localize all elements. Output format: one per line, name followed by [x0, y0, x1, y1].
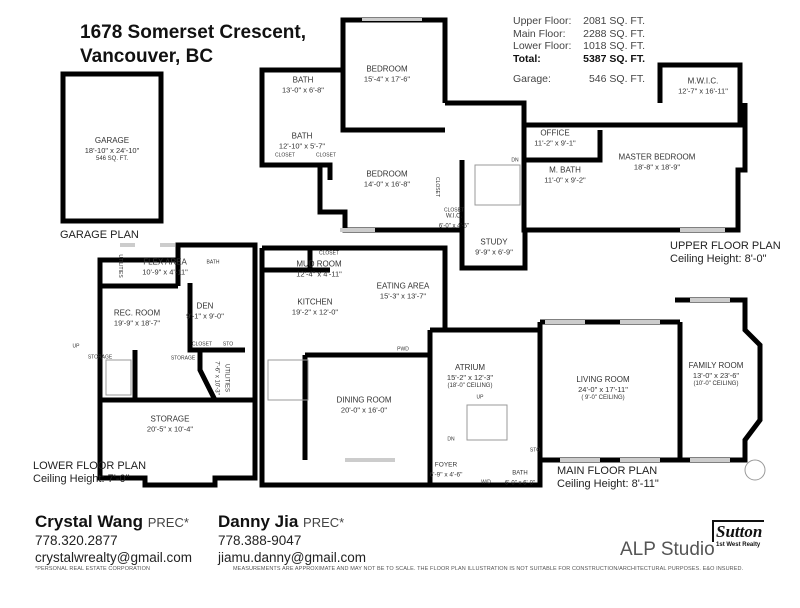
closet-label: CLOSET	[274, 152, 296, 159]
lower-walls	[97, 242, 258, 488]
disclaimer: MEASUREMENTS ARE APPROXIMATE AND MAY NOT…	[233, 566, 744, 572]
bath-label: BATH	[206, 259, 220, 266]
area-label: Upper Floor:	[513, 15, 572, 27]
closet-label: CLOSET	[318, 250, 340, 257]
agent-phone[interactable]: 778.320.2877	[35, 533, 118, 548]
agent-email[interactable]: crystalwrealty@gmail.com	[35, 550, 192, 565]
agent-designation: PREC*	[147, 515, 189, 530]
upper-bedroom2-walls	[317, 103, 462, 233]
lower-inner-walls	[100, 255, 255, 403]
room-wic: W.I.C.6'-0" x 4'-5"	[438, 213, 470, 230]
sto-label: STO	[529, 447, 541, 454]
prec-note: *PERSONAL REAL ESTATE CORPORATION	[35, 566, 151, 572]
agent-crystal-wang: Crystal Wang PREC* 778.320.2877 crystalw…	[35, 512, 192, 572]
address-line2: Vancouver, BC	[80, 46, 214, 67]
room-dims: 18'-10" x 24'-10"	[84, 145, 140, 155]
area-value: 2288 SQ. FT.	[583, 27, 645, 40]
floor-plan-walls	[60, 17, 766, 488]
garage-walls	[60, 71, 164, 224]
main-family-walls	[675, 297, 763, 463]
area-label: Lower Floor:	[513, 40, 572, 52]
agent-name: Crystal Wang	[35, 512, 144, 531]
closet-label: CLOSET	[315, 152, 337, 159]
area-label: Main Floor:	[513, 27, 566, 40]
area-summary: Upper Floor: 2081 SQ. FT. Main Floor: 2288…	[513, 15, 645, 86]
powder-room-label: PWD	[397, 346, 409, 353]
address-line1: 1678 Somerset Crescent,	[80, 22, 307, 43]
area-value: 5387 SQ. FT.	[583, 52, 645, 65]
sto-label: STO	[222, 341, 234, 348]
stairs-up-label: UP	[476, 394, 484, 401]
upper-master-walls	[521, 103, 748, 233]
closet-label: CLOSET	[443, 207, 465, 214]
sutton-logo: Sutton 1st West Realty	[712, 520, 765, 548]
agent-designation: PREC*	[303, 515, 345, 530]
upper-study-walls	[459, 160, 528, 271]
upper-bath-walls	[259, 67, 343, 180]
upper-bedroom-walls	[340, 17, 448, 103]
upper-stairs	[474, 164, 521, 206]
area-label: Garage:	[513, 73, 551, 85]
upper-office-walls	[524, 130, 603, 163]
area-value: 546 SQ. FT.	[588, 73, 645, 85]
agent-phone[interactable]: 778.388-9047	[218, 533, 302, 548]
atrium-stairs	[466, 404, 508, 441]
main-walls	[259, 245, 448, 488]
stairs-dn-label: DN	[511, 157, 519, 164]
storage-label: STORAGE	[87, 354, 113, 361]
north-arrow	[744, 459, 766, 481]
closet-label: CLOSET	[191, 341, 213, 348]
closet-label: CLOSET	[433, 176, 440, 198]
room-garage: GARAGE 18'-10" x 24'-10" 546 SQ. FT.	[85, 136, 139, 165]
upper-hall-walls	[445, 62, 743, 128]
agent-name: Danny Jia	[218, 512, 299, 531]
sutton-logo-text: Sutton	[712, 520, 765, 542]
area-value: 1018 SQ. FT.	[583, 40, 645, 52]
area-label: Total:	[513, 52, 541, 65]
stairs-dn-label: DN	[447, 436, 455, 443]
utilities-label: UTILITIES	[116, 254, 123, 278]
lower-stairs	[105, 359, 132, 396]
studio-name: ALP Studio	[620, 539, 715, 560]
room-mwic: M.W.I.C.12'-7" x 16'-11"	[678, 76, 728, 96]
agent-danny-jia: Danny Jia PREC* 778.388-9047 jiamu.danny…	[218, 512, 366, 566]
area-value: 2081 SQ. FT.	[583, 15, 645, 27]
garage-plan-title: GARAGE PLAN	[60, 229, 139, 241]
room-name: GARAGE	[94, 135, 130, 145]
storage-label: STORAGE	[170, 355, 196, 362]
stairs-up-label: UP	[72, 343, 80, 350]
agent-email[interactable]: jiamu.danny@gmail.com	[218, 550, 367, 565]
washer-dryer-label: W/D	[481, 479, 491, 486]
brokerage-name: 1st West Realty	[716, 542, 761, 548]
main-stairs	[267, 359, 309, 401]
room-area: 546 SQ. FT.	[95, 155, 129, 162]
main-living-walls	[537, 322, 683, 463]
